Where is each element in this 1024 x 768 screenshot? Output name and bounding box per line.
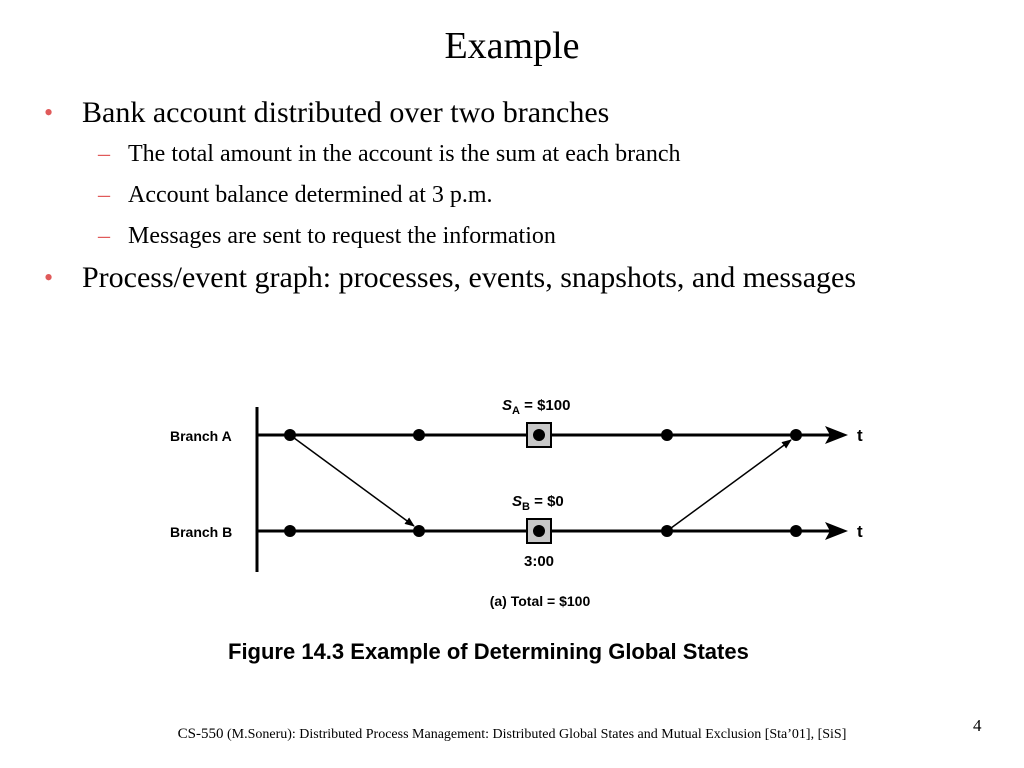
sub-bullet-text: Messages are sent to request the informa… — [128, 223, 556, 249]
bullet-text: Process/event graph: processes, events, … — [82, 261, 856, 294]
event-dot — [413, 525, 425, 537]
time-axis-label-b: t — [857, 522, 863, 541]
sub-bullet-item: – Messages are sent to request the infor… — [44, 216, 1004, 257]
footer-course: CS-550 — [177, 726, 224, 742]
slide-footer: CS-550 (M.Soneru): Distributed Process M… — [0, 726, 1024, 743]
bullet-marker: • — [44, 98, 54, 127]
bullet-item: • Bank account distributed over two bran… — [44, 92, 1004, 134]
branch-b-label: Branch B — [170, 524, 232, 540]
slide-title: Example — [444, 25, 580, 67]
branch-a-arrowhead — [825, 426, 848, 444]
time-axis-label-a: t — [857, 426, 863, 445]
sub-bullet-text: Account balance determined at 3 p.m. — [128, 182, 493, 208]
figure-caption: Figure 14.3 Example of Determining Globa… — [228, 639, 749, 664]
snapshot-box-b — [526, 518, 552, 544]
event-dot — [533, 525, 545, 537]
event-dot — [790, 429, 802, 441]
branch-b-arrowhead — [825, 522, 848, 540]
footer-text: (M.Soneru): Distributed Process Manageme… — [223, 727, 847, 742]
sub-bullet-item: – The total amount in the account is the… — [44, 134, 1004, 175]
bullet-item: • Process/event graph: processes, events… — [44, 257, 1004, 299]
event-dot — [413, 429, 425, 441]
bullet-marker: • — [44, 263, 54, 292]
event-dot — [661, 429, 673, 441]
bullet-text: Bank account distributed over two branch… — [82, 96, 610, 129]
message-arrow-b-to-a — [666, 439, 792, 532]
figure-subcaption: (a) Total = $100 — [490, 593, 591, 609]
branch-a-label: Branch A — [170, 428, 232, 444]
sub-bullet-marker: – — [98, 141, 110, 167]
snapshot-a-label: SA = $100 — [502, 397, 570, 417]
sub-bullet-marker: – — [98, 182, 110, 208]
bullet-list: • Bank account distributed over two bran… — [44, 92, 1004, 299]
snapshot-b-label: SB = $0 — [512, 493, 564, 513]
event-dot — [533, 429, 545, 441]
sub-bullet-marker: – — [98, 223, 110, 249]
sub-bullet-item: – Account balance determined at 3 p.m. — [44, 175, 1004, 216]
global-state-figure: Branch A Branch B t t SA = $100 SB = $0 … — [170, 397, 863, 664]
snapshot-time-label: 3:00 — [524, 553, 554, 570]
event-dot — [790, 525, 802, 537]
page-number: 4 — [973, 716, 982, 735]
event-dot — [284, 525, 296, 537]
sub-bullet-text: The total amount in the account is the s… — [128, 141, 681, 167]
message-arrow-a-to-b — [289, 434, 415, 527]
